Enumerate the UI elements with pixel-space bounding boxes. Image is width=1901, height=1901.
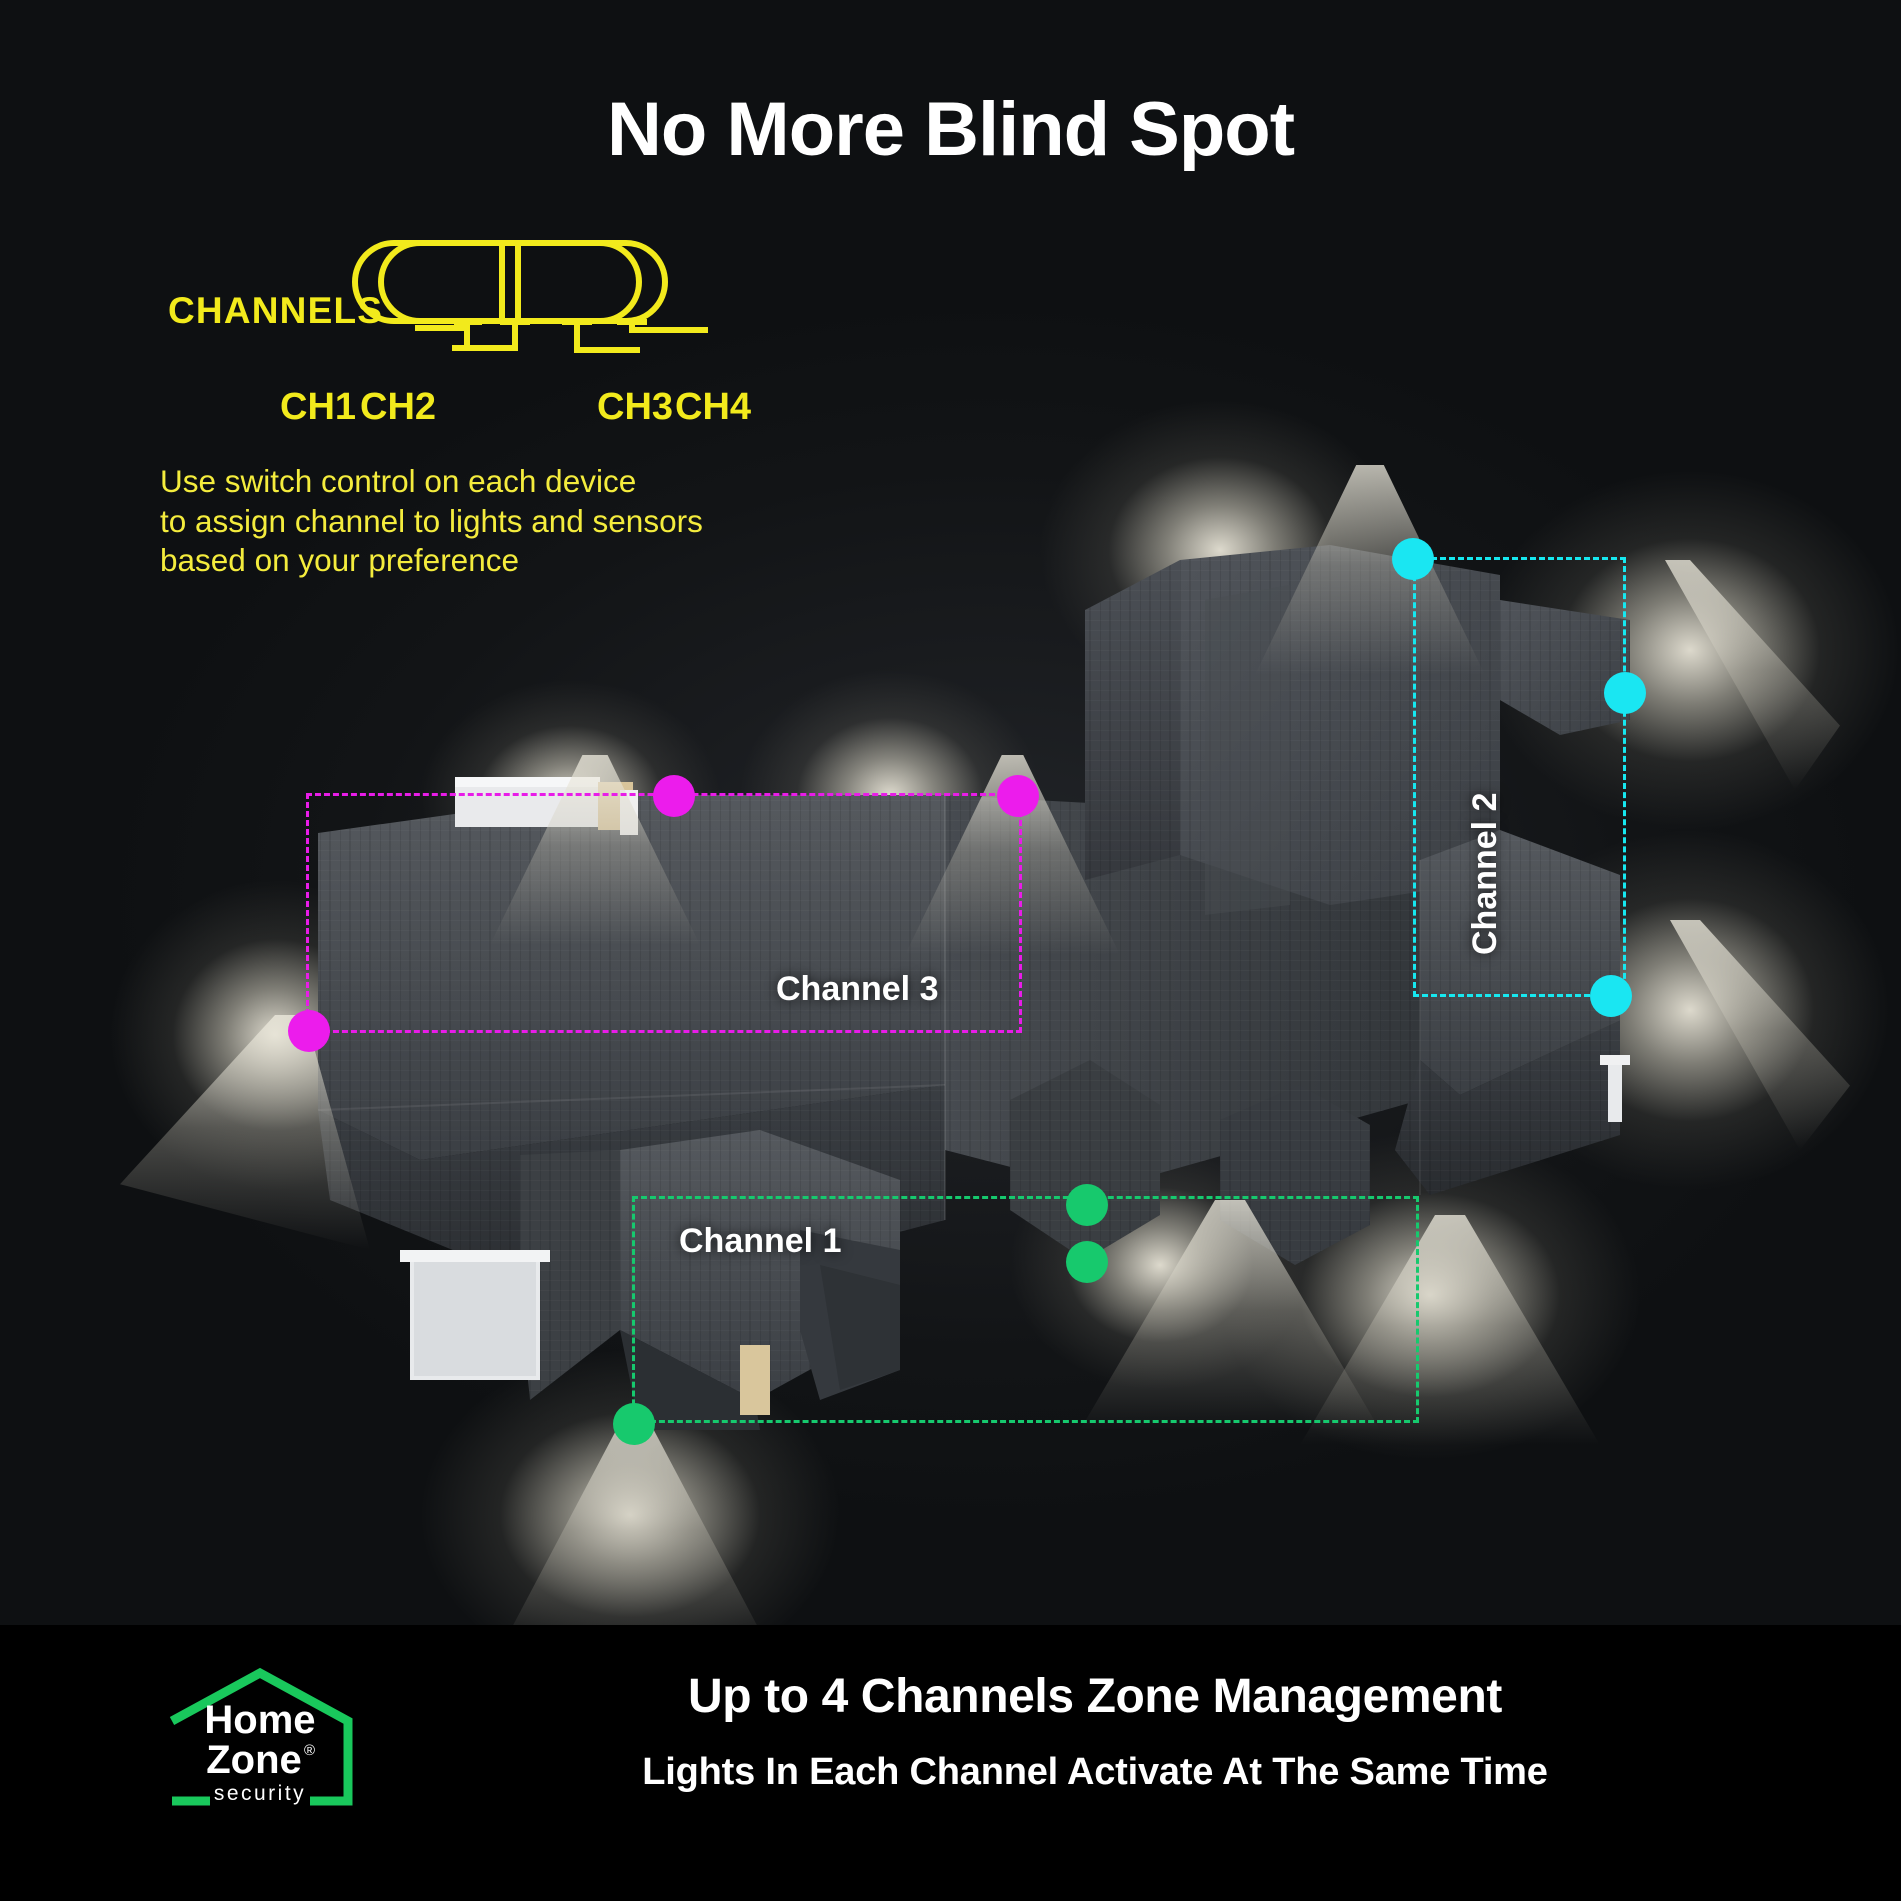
light-dot-channel-1[interactable] bbox=[613, 1403, 655, 1445]
description-line-1: Use switch control on each device bbox=[160, 463, 637, 499]
light-dot-channel-2[interactable] bbox=[1392, 538, 1434, 580]
switch-description: Use switch control on each device to ass… bbox=[160, 462, 860, 581]
description-line-3: based on your preference bbox=[160, 542, 519, 579]
bottom-banner: Home Zone ® security Up to 4 Channels Zo… bbox=[0, 1625, 1901, 1901]
banner-subheadline: Lights In Each Channel Activate At The S… bbox=[642, 1751, 1548, 1793]
svg-text:Home: Home bbox=[204, 1698, 315, 1742]
page-title: No More Blind Spot bbox=[606, 87, 1295, 172]
light-dot-channel-3[interactable] bbox=[653, 775, 695, 817]
scene-panel: No More Blind Spot bbox=[0, 0, 1901, 1625]
svg-text:Zone: Zone bbox=[206, 1738, 302, 1782]
banner-headline: Up to 4 Channels Zone Management bbox=[688, 1670, 1502, 1723]
zone-label-channel-1: Channel 1 bbox=[679, 1222, 842, 1260]
channel-label-ch4: CH4 bbox=[675, 386, 752, 428]
description-line-2: to assign channel to lights and sensors bbox=[160, 502, 703, 539]
channel-label-ch1: CH1 bbox=[280, 386, 357, 428]
zone-label-channel-2: Channel 2 bbox=[1466, 792, 1504, 955]
light-dot-channel-2[interactable] bbox=[1590, 975, 1632, 1017]
channel-label-ch3: CH3 bbox=[597, 386, 674, 428]
channel-label-ch2: CH2 bbox=[360, 386, 437, 428]
channels-label: CHANNELS bbox=[168, 290, 384, 331]
home-zone-security-logo: Home Zone ® security bbox=[160, 1663, 360, 1813]
channel-label-row: CH1 CH2 CH3 CH4 bbox=[160, 386, 860, 432]
light-dot-channel-1[interactable] bbox=[1066, 1241, 1108, 1283]
channels-switch-graphic: CHANNELS bbox=[160, 238, 800, 368]
zone-label-channel-3: Channel 3 bbox=[776, 970, 939, 1008]
light-dot-channel-3[interactable] bbox=[997, 775, 1039, 817]
zone-channel-1[interactable] bbox=[632, 1196, 1419, 1423]
switch-wiring-icon bbox=[415, 319, 708, 353]
light-dot-channel-3[interactable] bbox=[288, 1010, 330, 1052]
svg-text:®: ® bbox=[304, 1742, 315, 1759]
svg-text:security: security bbox=[214, 1782, 306, 1805]
zone-channel-2[interactable] bbox=[1413, 557, 1626, 997]
light-dot-channel-2[interactable] bbox=[1604, 672, 1646, 714]
light-dot-channel-1[interactable] bbox=[1066, 1184, 1108, 1226]
